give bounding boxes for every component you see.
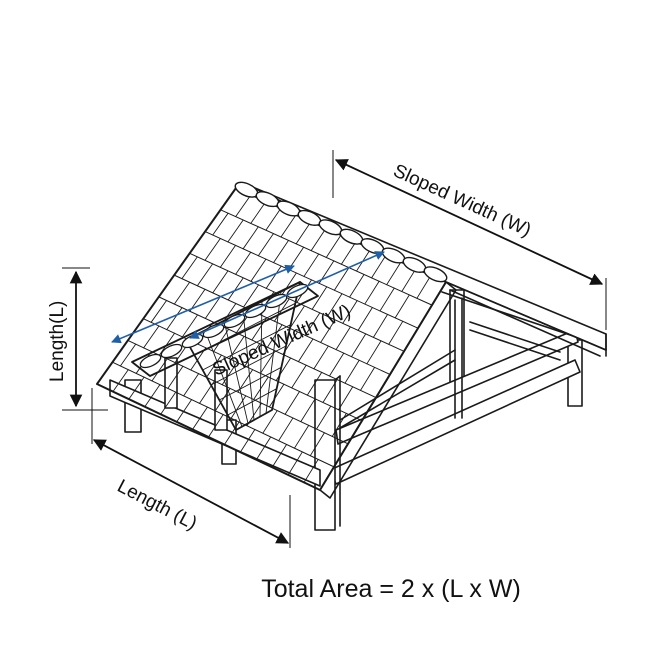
length-left-label: Length(L) (47, 301, 68, 382)
dimension-length-left: Length(L) (47, 267, 108, 411)
timber-frame (109, 289, 601, 531)
sloped-width-top-label: Sloped Width (W) (390, 160, 534, 241)
length-bottom-label: Length (L) (114, 476, 201, 535)
roof-width-arrow-upper (189, 251, 385, 339)
total-area-formula: Total Area = 2 x (L x W) (261, 575, 521, 603)
ridge-caps (234, 181, 448, 283)
